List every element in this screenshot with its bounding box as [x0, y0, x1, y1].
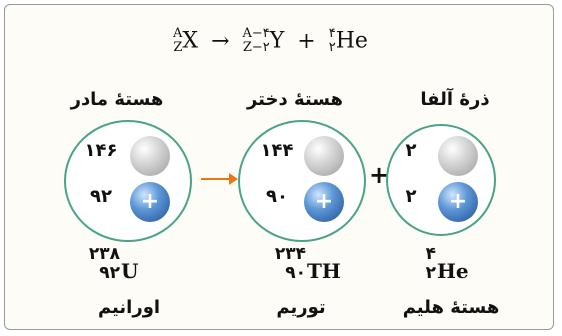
thorium-atomic-number: ۹۰	[285, 264, 306, 283]
daughter-mass-number: A−۴	[243, 27, 270, 41]
uranium-element: U	[121, 259, 138, 283]
helium-mass-number: ۴	[426, 245, 436, 264]
equation-plus: +	[297, 29, 315, 54]
parent-nuclide: A Z X	[173, 27, 198, 55]
uranium-name: اورانیم	[49, 297, 209, 318]
alpha-mass-number: ۴	[329, 27, 336, 41]
proton-icon: +	[438, 182, 478, 222]
alpha-proton-count: ۲	[394, 186, 428, 207]
proton-plus-sign: +	[438, 182, 478, 222]
daughter-proton-count: ۹۰	[260, 186, 294, 207]
daughter-nucleus-circle: ۱۴۴ ۹۰ +	[238, 120, 366, 242]
proton-plus-sign: +	[304, 182, 344, 222]
alpha-heading: ذرهٔ آلفا	[375, 89, 535, 110]
neutron-icon	[130, 136, 170, 176]
proton-plus-sign: +	[130, 182, 170, 222]
equation-arrow: →	[211, 29, 229, 54]
neutron-icon	[304, 136, 344, 176]
uranium-atomic-number: ۹۲	[99, 264, 120, 283]
reaction-arrow-icon	[201, 178, 231, 180]
mother-heading: هستهٔ مادر	[37, 89, 197, 110]
parent-mass-number: A	[173, 27, 182, 41]
daughter-neutron-count: ۱۴۴	[260, 140, 294, 161]
thorium-name: توریم	[221, 297, 381, 318]
alpha-symbol: He	[336, 29, 368, 54]
proton-icon: +	[304, 182, 344, 222]
mother-nucleus-circle: ۱۴۶ ۹۲ +	[64, 120, 192, 242]
daughter-heading: هستهٔ دختر	[215, 89, 375, 110]
thorium-mass-number: ۲۳۴	[275, 245, 306, 264]
alpha-particle-circle: ۲ ۲ +	[386, 124, 496, 236]
daughter-nuclide: A−۴ Z−۲ Y	[243, 27, 285, 55]
alpha-nuclide: ۴ ۲ He	[329, 27, 368, 55]
mother-neutron-count: ۱۴۶	[84, 140, 118, 161]
daughter-symbol: Y	[270, 29, 285, 54]
decay-equation: A Z X → A−۴ Z−۲ Y + ۴ ۲ He	[173, 27, 368, 55]
mother-proton-count: ۹۲	[84, 186, 118, 207]
neutron-icon	[438, 136, 478, 176]
helium-name: هستهٔ هلیم	[371, 297, 531, 318]
alpha-neutron-count: ۲	[394, 140, 428, 161]
thorium-element: TH	[307, 259, 341, 283]
diagram-frame: A Z X → A−۴ Z−۲ Y + ۴ ۲ He هستهٔ مادر هس…	[4, 4, 554, 330]
uranium-mass-number: ۲۳۸	[89, 245, 120, 264]
alpha-atomic-number: ۲	[329, 41, 336, 55]
helium-atomic-number: ۲	[426, 264, 436, 283]
helium-element: He	[437, 259, 469, 283]
parent-symbol: X	[182, 29, 198, 54]
daughter-atomic-number: Z−۲	[243, 41, 270, 55]
reaction-arrow-head-icon	[229, 173, 238, 185]
proton-icon: +	[130, 182, 170, 222]
